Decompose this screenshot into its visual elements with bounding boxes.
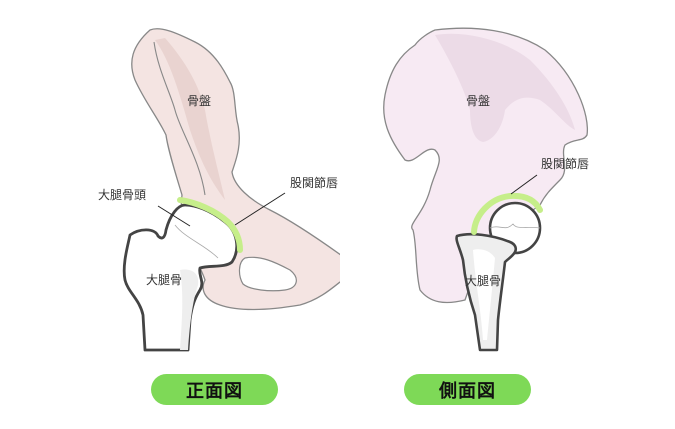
side-pelvis-shading bbox=[435, 33, 575, 142]
front-femur-label: 大腿骨 bbox=[146, 273, 183, 287]
front-view-caption: 正面図 bbox=[151, 374, 278, 405]
front-view-illustration bbox=[122, 28, 340, 352]
front-labrum-leader-line bbox=[234, 192, 286, 226]
side-view-caption: 側面図 bbox=[404, 374, 531, 405]
front-femur-shading bbox=[180, 269, 199, 350]
femoral-head-leader-line bbox=[157, 205, 191, 227]
front-labrum-label: 股関節唇 bbox=[290, 176, 339, 190]
side-labrum-label: 股関節唇 bbox=[541, 157, 590, 171]
front-pelvis-shading bbox=[155, 38, 225, 200]
front-femur-shape bbox=[122, 203, 239, 352]
side-view-illustration bbox=[383, 27, 589, 352]
front-labrum bbox=[177, 197, 243, 253]
front-pelvis-inner-fold bbox=[153, 41, 206, 196]
femoral-head-line bbox=[174, 224, 219, 259]
side-labrum bbox=[471, 192, 543, 235]
femoral-head-label: 大腿骨頭 bbox=[98, 188, 147, 202]
side-femur-highlight bbox=[473, 249, 495, 340]
front-pelvis-label: 骨盤 bbox=[187, 94, 212, 108]
growth-plate-line bbox=[489, 223, 541, 229]
side-pelvis-label: 骨盤 bbox=[466, 94, 491, 108]
side-labrum-leader-line bbox=[510, 174, 538, 195]
obturator-foramen bbox=[238, 256, 297, 292]
side-femur-label: 大腿骨 bbox=[465, 274, 502, 288]
